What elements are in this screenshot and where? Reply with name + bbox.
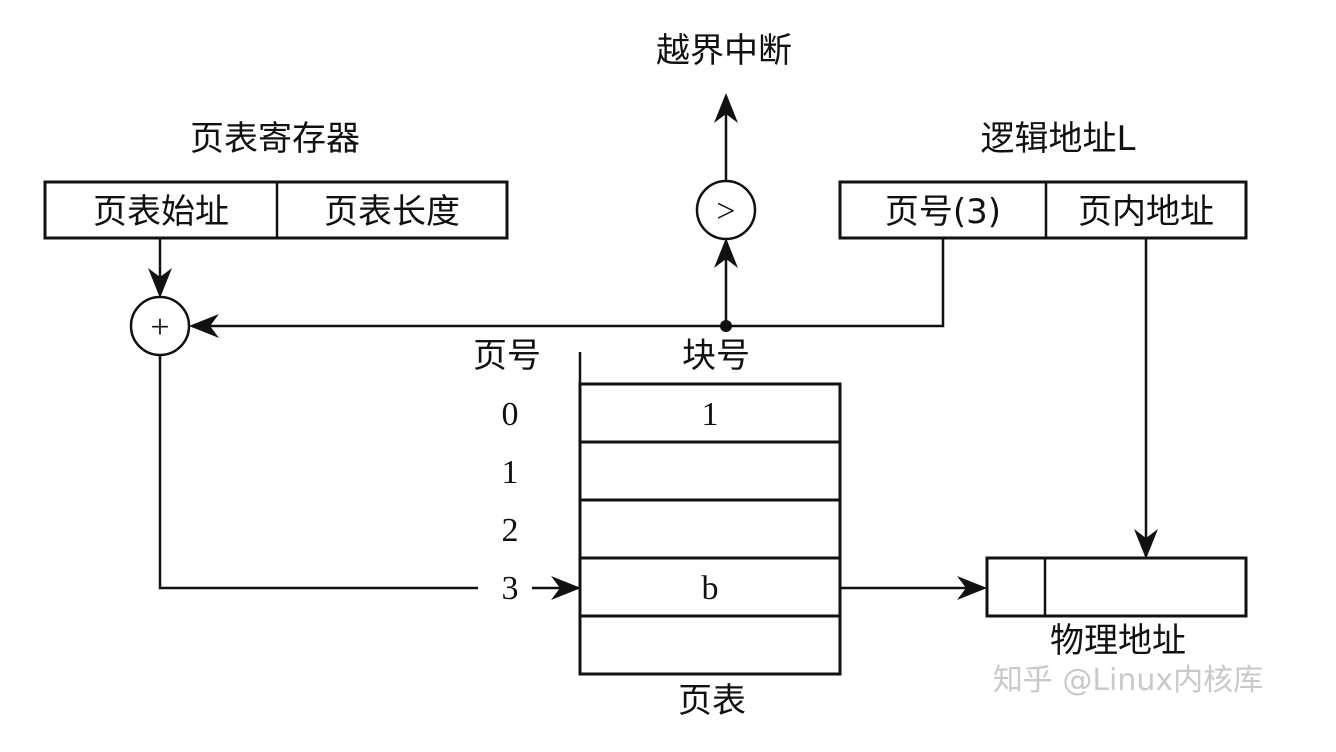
line-adder-to-row: [158, 355, 478, 590]
comparator: >: [695, 179, 757, 241]
arrow-page-number-to-adder: [189, 238, 945, 338]
physical-address-title: 物理地址: [1050, 621, 1186, 661]
page-table-row: [578, 440, 842, 502]
physical-address-box: [985, 556, 1248, 618]
out-of-bounds-interrupt-label: 越界中断: [656, 31, 792, 71]
block-number-column-header: 块号: [682, 336, 750, 376]
block-number-cell: 1: [702, 396, 719, 433]
logical-address: 页号(3) 页内地址: [838, 180, 1248, 240]
page-number-cell: 1: [502, 454, 519, 491]
page-number-cell: 3: [502, 570, 519, 607]
page-table-row: [578, 614, 842, 676]
page-table-row: [578, 556, 842, 618]
logical-address-box: [838, 180, 1248, 240]
logical-address-title: 逻辑地址L: [981, 119, 1136, 159]
physical-address: [985, 556, 1248, 618]
adder-symbol: +: [150, 309, 169, 346]
adder: +: [129, 295, 191, 357]
page-number-field: 页号(3): [885, 192, 1001, 232]
watermark: 知乎 @Linux内核库: [993, 663, 1263, 698]
page-table: 0 1 1 2 3 b: [502, 382, 842, 676]
page-number-column-header: 页号: [473, 336, 541, 376]
page-table-caption: 页表: [678, 681, 746, 721]
comparator-symbol: >: [716, 193, 735, 230]
page-number-cell: 2: [502, 512, 519, 549]
block-number-cell: b: [702, 570, 719, 607]
page-table-start-address-field: 页表始址: [93, 192, 229, 232]
page-table-register: 页表始址 页表长度: [43, 180, 509, 240]
page-table-length-field: 页表长度: [324, 192, 460, 232]
page-table-row: [578, 498, 842, 560]
page-table-register-title: 页表寄存器: [190, 119, 360, 159]
page-offset-field: 页内地址: [1078, 192, 1214, 232]
page-number-cell: 0: [502, 396, 519, 433]
